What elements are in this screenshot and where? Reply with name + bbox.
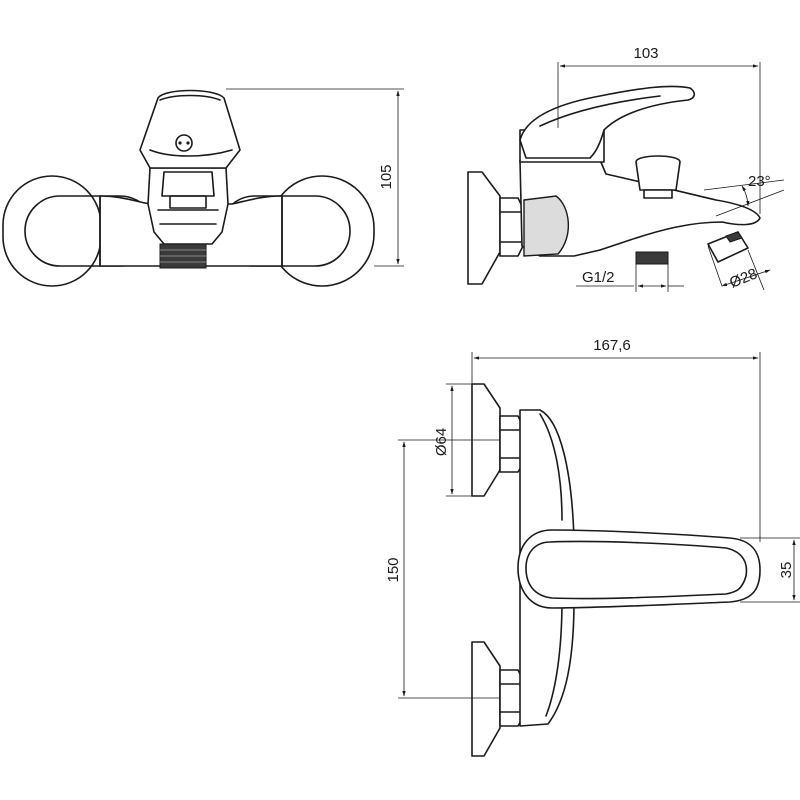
dim-center-distance: 150 [385, 557, 402, 582]
dim-35: 35 [740, 537, 800, 603]
side-outlet-thread [635, 251, 669, 265]
valve-cartridge [147, 167, 229, 245]
dim-g12: G1/2 [576, 264, 684, 292]
side-wall-flange [467, 171, 501, 285]
indicator-cap-icon [175, 134, 193, 152]
dim-167-6: 167,6 [471, 337, 761, 542]
eccentric-connector [523, 195, 570, 257]
dim-handle-width: 35 [778, 562, 795, 579]
top-view: 167,6 Ø64 150 35 [385, 337, 800, 757]
top-lower-flange [471, 641, 501, 757]
lever-handle-front [139, 89, 241, 169]
dim-150: 150 [385, 439, 500, 699]
side-view: 103 23° G1/2 Ø28 [467, 45, 785, 292]
dim-105: 105 [226, 88, 404, 267]
dim-103: 103 [557, 45, 761, 214]
dim-aerator-diameter: Ø28 [727, 265, 760, 291]
dim-outlet-thread: G1/2 [582, 269, 615, 286]
front-view: 105 [2, 88, 404, 287]
dim-spout-length: 103 [633, 45, 658, 62]
dim-overall-depth: 167,6 [593, 337, 631, 354]
dim-spout-angle: 23° [748, 173, 771, 190]
dim-23-degrees: 23° [703, 173, 785, 217]
dim-front-height: 105 [378, 164, 395, 189]
diverter-knob [635, 155, 681, 191]
side-lever-handle [519, 85, 696, 159]
dim-flange-diameter: Ø64 [433, 428, 450, 456]
top-lever-handle [517, 529, 761, 609]
